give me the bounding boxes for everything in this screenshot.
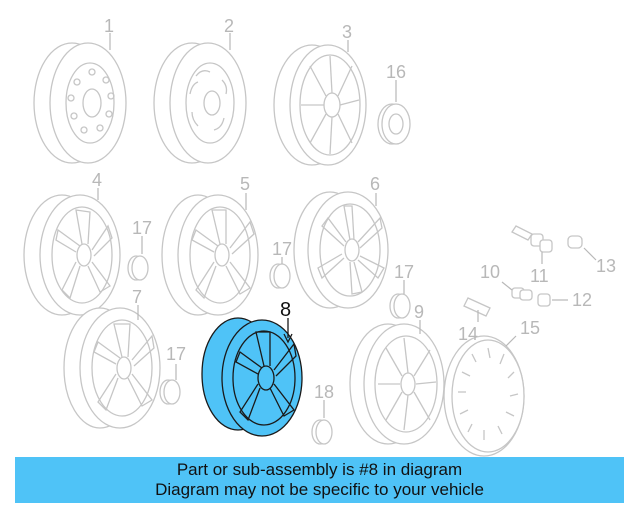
center-cap-17-d[interactable] [159, 364, 181, 405]
wheel-1[interactable] [33, 33, 127, 164]
callout-17-c[interactable]: 17 [394, 262, 414, 282]
tpms-sensor-hardware[interactable] [463, 225, 597, 322]
center-cap-17-c[interactable] [389, 280, 411, 319]
wheel-2[interactable] [153, 33, 247, 164]
info-banner: Part or sub-assembly is #8 in diagram Di… [15, 457, 624, 503]
callout-8-highlighted[interactable]: 8 [280, 299, 291, 321]
callout-12[interactable]: 12 [572, 290, 592, 310]
callout-7[interactable]: 7 [132, 287, 142, 307]
callout-3[interactable]: 3 [342, 22, 352, 42]
wheel-cover-15[interactable] [443, 335, 525, 457]
callout-1[interactable]: 1 [104, 16, 114, 36]
callout-2[interactable]: 2 [224, 16, 234, 36]
wheel-7[interactable] [63, 305, 161, 429]
callout-10[interactable]: 10 [480, 262, 500, 282]
wheel-3[interactable] [273, 40, 367, 166]
center-cap-17-a[interactable] [127, 236, 149, 281]
callout-4[interactable]: 4 [92, 170, 102, 190]
center-cap-18[interactable] [311, 400, 333, 445]
wheel-5[interactable] [161, 193, 259, 316]
callout-17-a[interactable]: 17 [132, 218, 152, 238]
callout-15[interactable]: 15 [520, 318, 540, 338]
callout-6[interactable]: 6 [370, 174, 380, 194]
callout-17-b[interactable]: 17 [272, 239, 292, 259]
callout-17-d[interactable]: 17 [166, 344, 186, 364]
wheel-8-highlighted[interactable] [201, 317, 303, 437]
callout-16[interactable]: 16 [386, 62, 406, 82]
wheel-6[interactable] [293, 191, 389, 309]
callout-18[interactable]: 18 [314, 382, 334, 402]
center-cap-17-b[interactable] [269, 257, 291, 289]
callout-labels: 1 2 3 16 4 5 6 17 17 17 17 7 8 9 10 11 1… [92, 16, 616, 402]
callout-14[interactable]: 14 [458, 324, 478, 344]
callout-9[interactable]: 9 [414, 302, 424, 322]
banner-line-part-number: Part or sub-assembly is #8 in diagram [176, 460, 463, 479]
wheel-9[interactable] [349, 320, 445, 445]
callout-11[interactable]: 11 [530, 266, 549, 286]
callout-5[interactable]: 5 [240, 174, 250, 194]
wheel-parts-diagram: 1 2 3 16 4 5 6 17 17 17 17 7 8 9 10 11 1… [23, 16, 616, 457]
banner-line-disclaimer: Diagram may not be specific to your vehi… [155, 480, 484, 499]
center-cap-16[interactable] [377, 80, 411, 145]
callout-13[interactable]: 13 [596, 256, 616, 276]
wheel-4[interactable] [23, 188, 121, 316]
